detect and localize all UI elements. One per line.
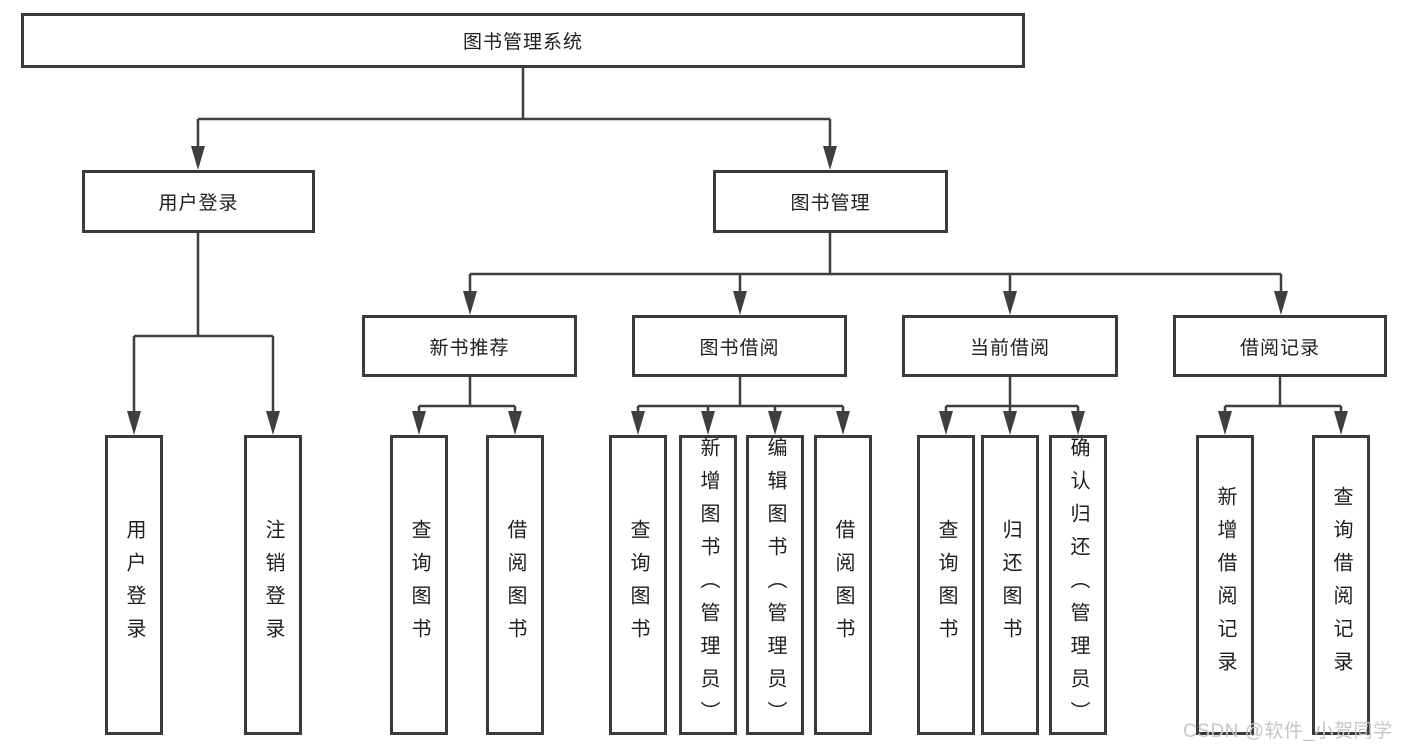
csdn-watermark: CSDN @软件_小贺同学: [1183, 721, 1393, 742]
leaf-borrowing-query-books: 查询图书: [609, 435, 667, 735]
leaf-logout: 注销登录: [244, 435, 302, 735]
leaf-add-borrow-record: 新增借阅记录: [1196, 435, 1254, 735]
leaf-query-borrow-record-label: 查询借阅记录: [1330, 486, 1352, 684]
leaf-confirm-return-admin-label: 确认归还︵管理员︶: [1067, 436, 1089, 734]
leaf-recommend-query-books-label: 查询图书: [408, 519, 430, 651]
leaf-recommend-borrow-books: 借阅图书: [486, 435, 544, 735]
leaf-return-books-label: 归还图书: [999, 519, 1021, 651]
leaf-query-borrow-record: 查询借阅记录: [1312, 435, 1370, 735]
leaf-return-books: 归还图书: [981, 435, 1039, 735]
node-book-borrowing: 图书借阅: [632, 315, 847, 377]
node-current-borrowing: 当前借阅: [902, 315, 1118, 377]
leaf-edit-books-admin-label: 编辑图书︵管理员︶: [764, 436, 786, 734]
leaf-user-login: 用户登录: [105, 435, 163, 735]
node-book-management: 图书管理: [713, 170, 948, 233]
leaf-recommend-borrow-books-label: 借阅图书: [504, 519, 526, 651]
leaf-add-books-admin: 新增图书︵管理员︶: [679, 435, 737, 735]
leaf-add-borrow-record-label: 新增借阅记录: [1214, 486, 1236, 684]
leaf-borrowing-query-books-label: 查询图书: [627, 519, 649, 651]
leaf-logout-label: 注销登录: [262, 519, 284, 651]
leaf-user-login-label: 用户登录: [123, 519, 145, 651]
leaf-confirm-return-admin: 确认归还︵管理员︶: [1049, 435, 1107, 735]
tree-edges: [132, 68, 1343, 414]
leaf-add-books-admin-label: 新增图书︵管理员︶: [697, 436, 719, 734]
arrowhead-icons: [127, 146, 1348, 435]
leaf-borrowing-borrow-books: 借阅图书: [814, 435, 872, 735]
leaf-current-query-books: 查询图书: [917, 435, 975, 735]
node-user-login: 用户登录: [82, 170, 315, 233]
leaf-current-query-books-label: 查询图书: [935, 519, 957, 651]
leaf-edit-books-admin: 编辑图书︵管理员︶: [746, 435, 804, 735]
node-library-management-system: 图书管理系统: [21, 13, 1025, 68]
leaf-borrowing-borrow-books-label: 借阅图书: [832, 519, 854, 651]
leaf-recommend-query-books: 查询图书: [390, 435, 448, 735]
node-borrowing-records: 借阅记录: [1173, 315, 1387, 377]
node-new-book-recommendation: 新书推荐: [362, 315, 577, 377]
